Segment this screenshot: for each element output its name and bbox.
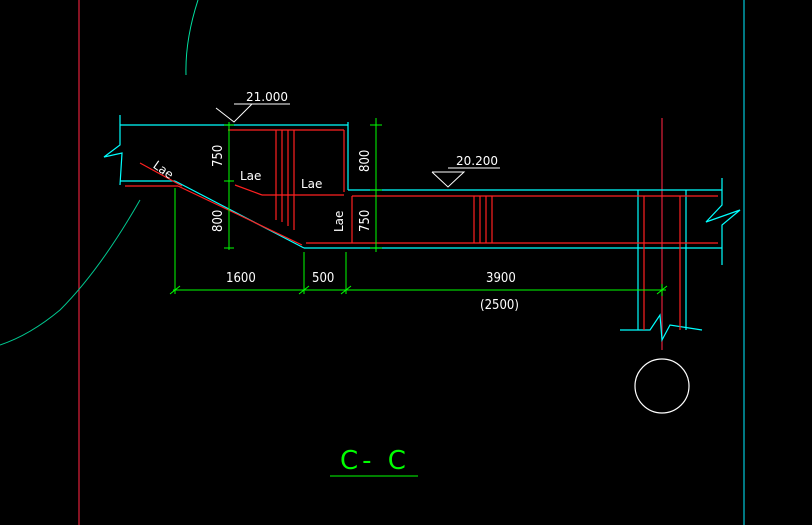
dim-v4: 750: [358, 210, 373, 232]
dim-h2: 500: [312, 271, 334, 286]
anchorage-label-3: Lae: [301, 177, 322, 191]
arc-line-green-lower: [0, 199, 141, 346]
elevation-upper-label: 21.000: [246, 90, 288, 104]
elevation-lower-label: 20.200: [456, 154, 498, 168]
column-circle: [634, 358, 690, 414]
dim-v2: 800: [211, 210, 226, 232]
elevation-lower: [431, 167, 500, 188]
dim-h3-alt: (2500): [480, 298, 519, 313]
dim-h1: 1600: [226, 271, 256, 286]
section-title: C- C: [340, 446, 410, 476]
axis-lines: [0, 0, 745, 525]
dim-v3: 800: [358, 150, 373, 172]
right-break-line: [705, 178, 741, 265]
dimension-lines: [169, 118, 668, 296]
anchorage-label-4: Lae: [332, 211, 346, 232]
arc-line-green: [185, 0, 199, 76]
rebar-group: [125, 129, 718, 330]
anchorage-label-1: Lae: [151, 158, 177, 182]
dim-h3: 3900: [486, 271, 516, 286]
left-break-line: [103, 115, 123, 186]
anchorage-label-2: Lae: [240, 169, 261, 183]
column-break-line: [620, 313, 703, 343]
elevation-upper: [215, 103, 290, 123]
dim-v1: 750: [211, 145, 226, 167]
